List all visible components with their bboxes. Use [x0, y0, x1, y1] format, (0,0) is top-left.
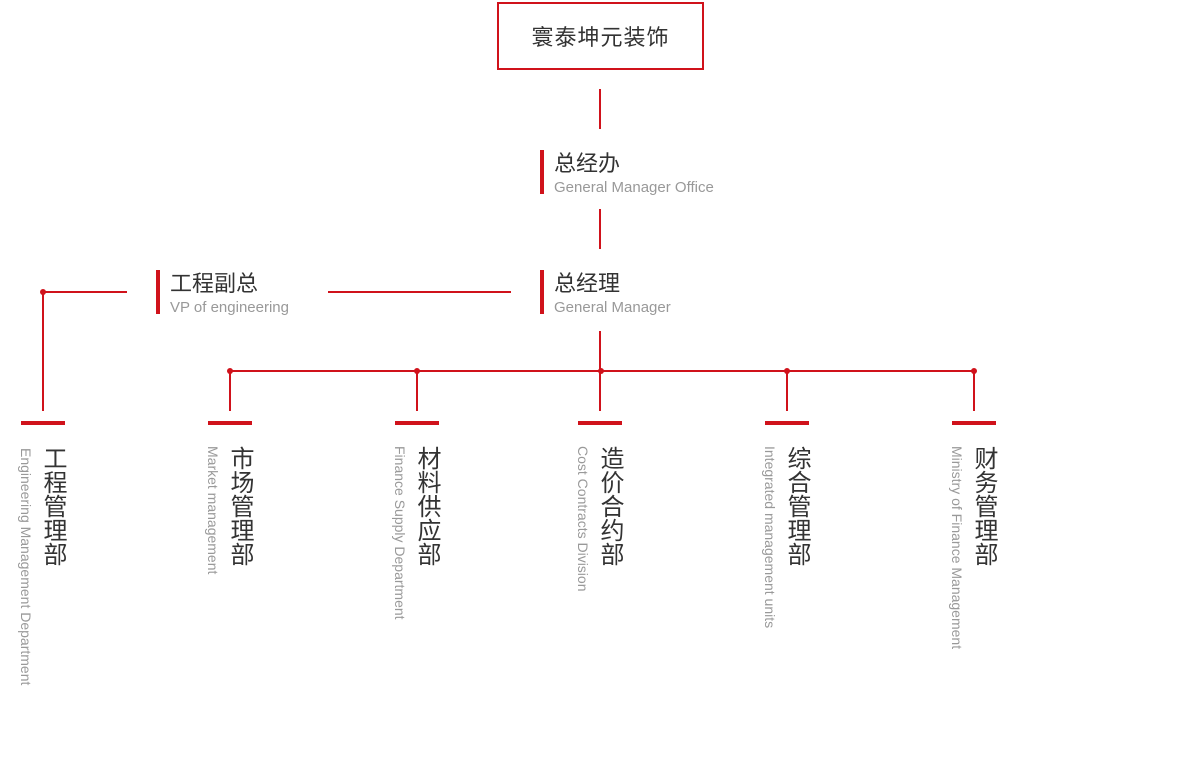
dept-finance-en: Ministry of Finance Management: [949, 446, 965, 650]
connector-gm-office-to-gm: [599, 209, 601, 249]
connector-vp-down: [42, 292, 44, 411]
dept-supply-en: Finance Supply Department: [392, 446, 408, 620]
dept-cost-en: Cost Contracts Division: [575, 446, 591, 592]
drop-line-4: [786, 371, 788, 411]
gm-office-title-en: General Manager Office: [554, 179, 714, 196]
dept-supply-zh: 材料供应部: [413, 446, 441, 566]
dept-engineering-en: Engineering Management Department: [18, 448, 34, 686]
gm-office-accent-bar: [540, 150, 544, 194]
dept-finance-zh: 财务管理部: [970, 446, 998, 566]
dept-tick-4: [578, 421, 622, 425]
vp-accent-bar: [156, 270, 160, 314]
drop-line-2: [416, 371, 418, 411]
dept-tick-2: [208, 421, 252, 425]
dept-integrated-en: Integrated management units: [762, 446, 778, 629]
dept-market-zh: 市场管理部: [226, 446, 254, 566]
junction-dot-3: [598, 368, 604, 374]
dept-cost-zh: 造价合约部: [596, 446, 624, 566]
connector-vp-left: [43, 291, 127, 293]
dept-tick-5: [765, 421, 809, 425]
drop-line-1: [229, 371, 231, 411]
dept-market-en: Market management: [205, 446, 221, 575]
connector-vp-to-gm: [328, 291, 511, 293]
dept-tick-3: [395, 421, 439, 425]
root-company-box: 寰泰坤元装饰: [497, 2, 704, 70]
drop-line-3: [599, 371, 601, 411]
vp-title-en: VP of engineering: [170, 299, 289, 316]
gm-office-title-zh: 总经办: [554, 152, 621, 177]
dept-engineering-zh: 工程管理部: [39, 446, 67, 566]
gm-accent-bar: [540, 270, 544, 314]
dept-tick-1: [21, 421, 65, 425]
dept-tick-6: [952, 421, 996, 425]
drop-line-5: [973, 371, 975, 411]
root-company-title: 寰泰坤元装饰: [531, 26, 670, 51]
dept-integrated-zh: 综合管理部: [783, 446, 811, 566]
vp-title-zh: 工程副总: [170, 272, 259, 297]
connector-root-to-gm-office: [599, 89, 601, 129]
gm-title-zh: 总经理: [554, 272, 621, 297]
gm-title-en: General Manager: [554, 299, 671, 316]
connector-gm-to-bus: [599, 331, 601, 371]
